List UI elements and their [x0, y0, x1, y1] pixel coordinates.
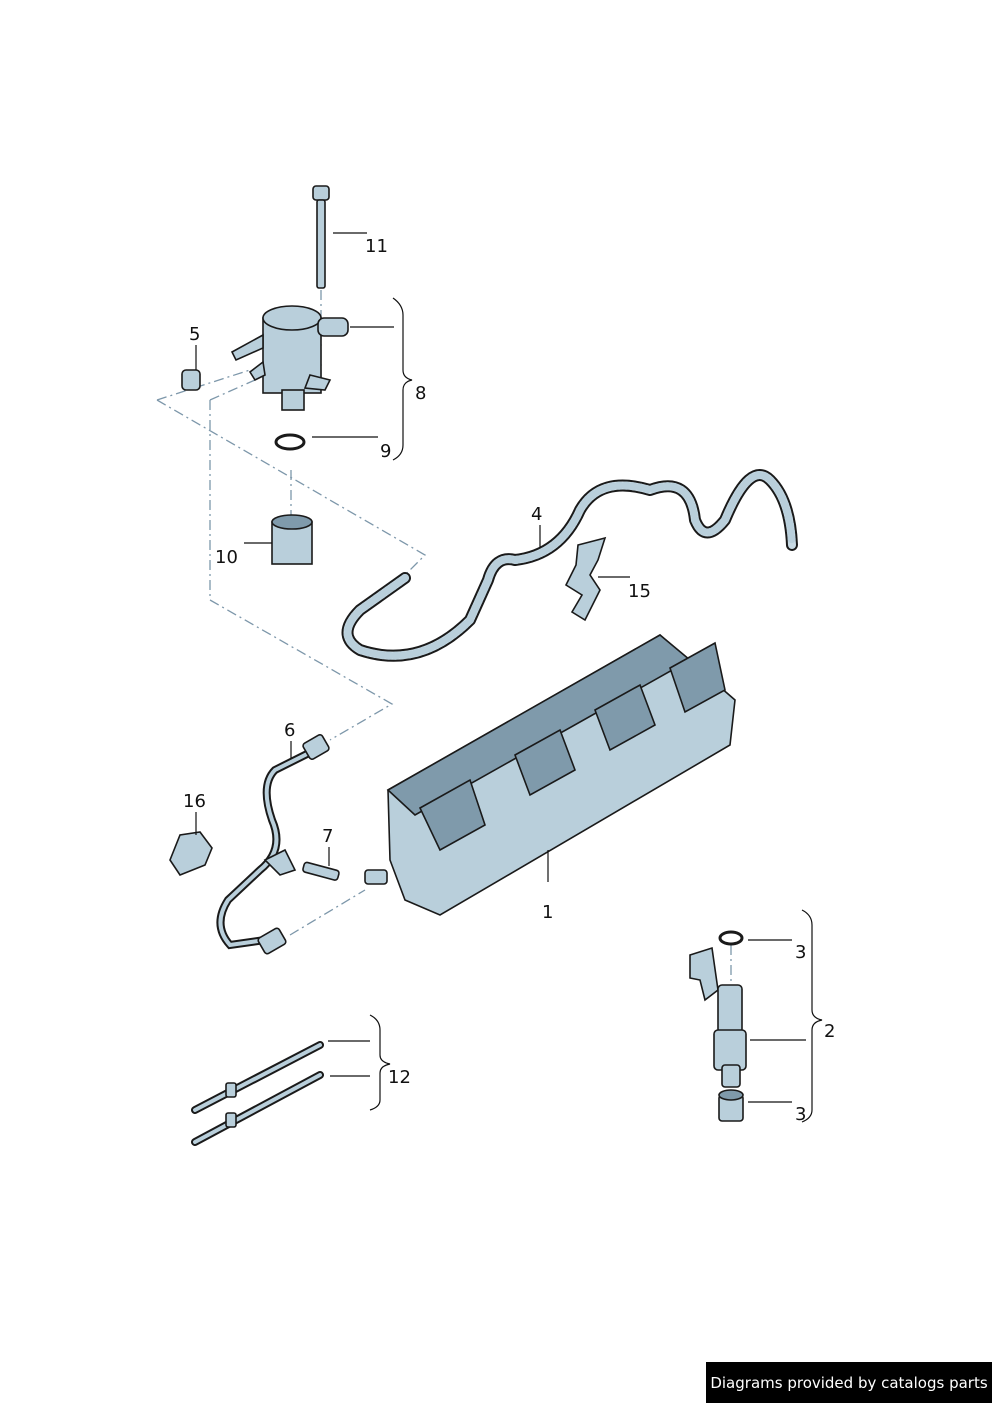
tappet-part-10[interactable] [271, 514, 313, 565]
callout-12: 12 [388, 1067, 411, 1088]
bolt-part-7[interactable] [302, 861, 340, 881]
callout-8: 8 [415, 383, 426, 404]
seal-part-3-bottom[interactable] [718, 1089, 744, 1122]
callout-9: 9 [380, 441, 391, 462]
callout-15: 15 [628, 581, 651, 602]
injector-part-2[interactable] [689, 946, 747, 1088]
bracket-part-16[interactable] [169, 831, 213, 876]
assembly-centerlines [156, 290, 732, 985]
callout-3-bottom: 3 [795, 1104, 806, 1125]
callout-3-top: 3 [795, 942, 806, 963]
footer-credit: Diagrams provided by catalogs parts [706, 1362, 992, 1403]
clip-part-15[interactable] [564, 536, 607, 622]
callout-1: 1 [542, 902, 553, 923]
callout-11: 11 [365, 236, 388, 257]
callout-16: 16 [183, 791, 206, 812]
callout-10: 10 [215, 547, 238, 568]
callout-7: 7 [322, 826, 333, 847]
cable-ties-part-12[interactable] [191, 1041, 324, 1146]
bolt-part-11[interactable] [312, 185, 330, 289]
high-pressure-pump-part-8[interactable] [230, 305, 349, 411]
callout-2: 2 [824, 1021, 835, 1042]
fuel-hose-part-4[interactable] [341, 469, 798, 662]
leader-lines [195, 232, 823, 1123]
pressure-line-part-6[interactable] [216, 734, 330, 955]
callout-5: 5 [189, 324, 200, 345]
callout-4: 4 [531, 504, 542, 525]
cap-part-5[interactable] [181, 369, 201, 391]
seal-ring-part-3-top[interactable] [718, 930, 744, 946]
o-ring-part-9[interactable] [274, 433, 306, 451]
callout-6: 6 [284, 720, 295, 741]
fuel-rail-part-1[interactable] [364, 634, 736, 916]
callout-labels: 11 5 8 9 10 4 15 6 16 7 1 3 2 3 12 [183, 236, 835, 1125]
